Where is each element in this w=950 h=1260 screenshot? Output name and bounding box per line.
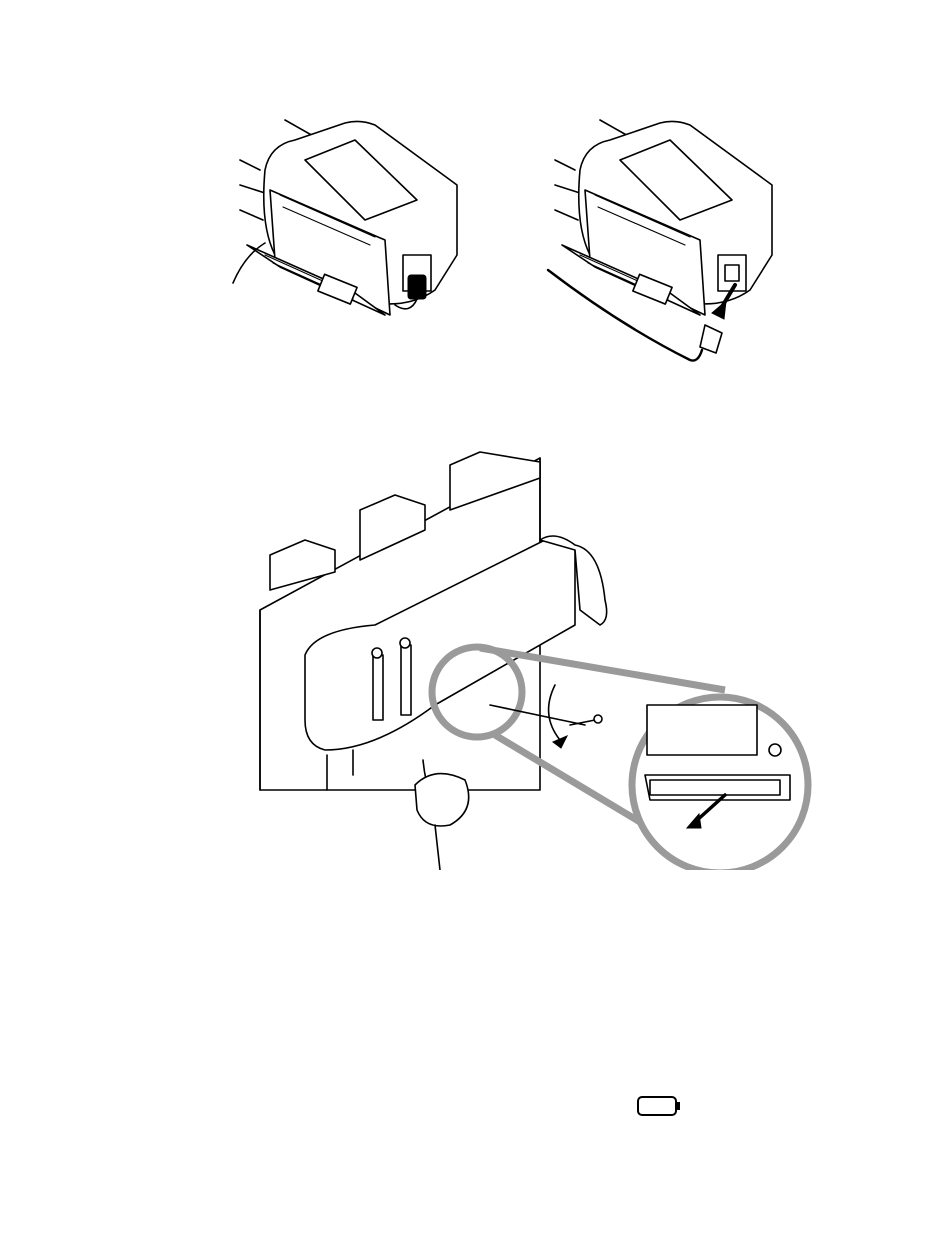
battery-icon <box>636 1094 684 1118</box>
unplug-step-left-illustration <box>225 115 465 345</box>
wall-mount-removal-illustration <box>255 450 815 870</box>
unplug-step-right-illustration <box>540 115 780 375</box>
